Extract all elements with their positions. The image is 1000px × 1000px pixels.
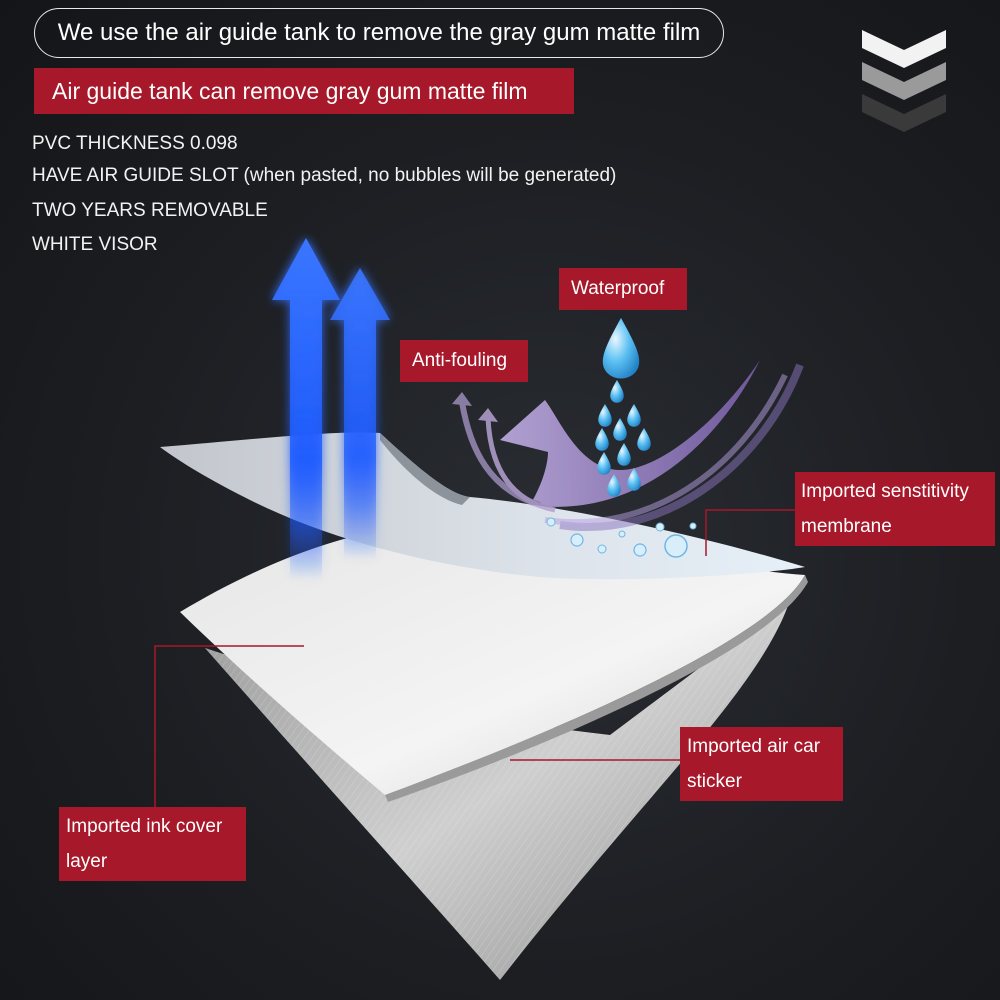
- sensitivity-label-line2: membrane: [801, 516, 892, 537]
- air-car-label-line1: Imported air car: [687, 736, 821, 757]
- air-flow-arrows: [272, 238, 390, 580]
- waterproof-tag: Waterproof: [559, 268, 687, 310]
- red-title-banner: Air guide tank can remove gray gum matte…: [34, 68, 574, 114]
- anti-fouling-swoosh: [452, 360, 804, 531]
- sensitivity-label-line1: Imported senstitivity: [801, 481, 969, 502]
- ink-cover-layer: [180, 522, 805, 795]
- air-car-sticker-tag: Imported air car sticker: [680, 727, 843, 801]
- anti-fouling-tag: Anti-fouling: [400, 340, 528, 382]
- header-pill: We use the air guide tank to remove the …: [34, 8, 724, 58]
- chevron-stack-logo-icon: [862, 30, 946, 132]
- ink-label-line2: layer: [66, 851, 108, 872]
- spec-air-guide: HAVE AIR GUIDE SLOT (when pasted, no bub…: [32, 165, 617, 186]
- air-car-label-line2: sticker: [687, 771, 742, 792]
- sensitivity-membrane-tag: Imported senstitivity membrane: [795, 472, 995, 546]
- spec-white-visor: WHITE VISOR: [32, 234, 158, 255]
- callout-lines: [154, 509, 796, 810]
- water-drop-icon: [546, 318, 697, 558]
- anti-fouling-label: Anti-fouling: [412, 350, 508, 371]
- sensitivity-membrane-layer: [160, 432, 805, 580]
- waterproof-label: Waterproof: [571, 278, 665, 299]
- spec-removable: TWO YEARS REMOVABLE: [32, 200, 268, 221]
- ink-cover-layer-tag: Imported ink cover layer: [59, 807, 246, 881]
- spec-thickness: PVC THICKNESS 0.098: [32, 133, 238, 154]
- ink-label-line1: Imported ink cover: [66, 816, 223, 837]
